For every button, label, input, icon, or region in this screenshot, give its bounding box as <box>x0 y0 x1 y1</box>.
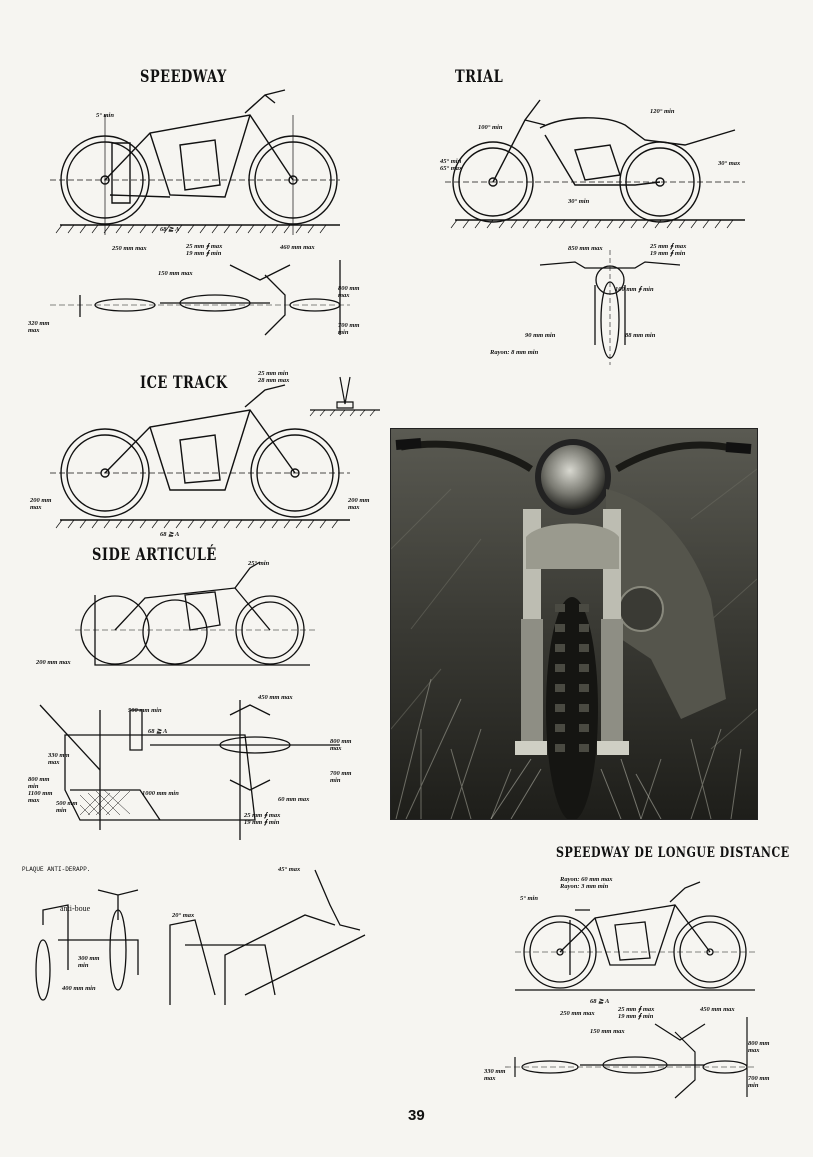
dim-trial-30a: 30° min <box>568 198 590 205</box>
longue-side-view <box>515 880 755 1000</box>
dim-bottom-400: 400 mm min <box>62 985 96 992</box>
dim-trial-88: 88 mm min <box>625 332 656 339</box>
ice-spike-detail <box>310 372 380 417</box>
title-side-articule: SIDE ARTICULÉ <box>92 545 217 566</box>
dim-side-1000: 1000 mm min <box>142 790 179 797</box>
dim-ice-25: 25 mm min 28 mm max <box>258 370 290 384</box>
dim-longue-rayon: Rayon: 60 mm max Rayon: 3 mm min <box>560 876 613 890</box>
dim-longue-800: 800 mm max <box>748 1040 770 1054</box>
dim-speedway-800: 800 mm max <box>338 285 360 299</box>
title-speedway: SPEEDWAY <box>140 67 227 88</box>
ice-track-side-view <box>50 385 350 530</box>
dim-longue-330: 330 mm max <box>484 1068 506 1082</box>
dim-side-450: 450 mm max <box>258 694 293 701</box>
dim-longue-700: 700 mm min <box>748 1075 770 1089</box>
dim-trial-850: 850 mm max <box>568 245 603 252</box>
dim-side-500: 500 mm min <box>128 707 162 714</box>
photo-illustration <box>391 429 757 819</box>
trial-front-view <box>535 250 685 365</box>
dim-speedway-150: 150 mm max <box>158 270 193 277</box>
dim-speedway-700: 700 mm min <box>338 322 360 336</box>
dim-ice-200a: 200 mm max <box>30 497 52 511</box>
dim-trial-25: 25 mm ∮ max 19 mm ∮ min <box>650 243 687 257</box>
plaque-label: PLAQUE ANTI-DERAPP. <box>22 866 91 873</box>
dim-speedway-320: 320 mm max <box>28 320 50 334</box>
dim-side-800: 800 mm max <box>330 738 352 752</box>
dim-ice-200b: 200 mm max <box>348 497 370 511</box>
dim-longue-angle: 5° min <box>520 895 538 902</box>
sidecar-front-view <box>28 880 178 1005</box>
dim-bottom-300: 300 mm min <box>78 955 100 969</box>
dim-side-25: 25° min <box>248 560 270 567</box>
speedway-side-view <box>50 85 340 240</box>
dim-trial-120: 120° min <box>650 108 675 115</box>
page-number: 39 <box>408 1107 425 1124</box>
trial-side-view <box>445 90 745 235</box>
dim-ice-68: 68 ≧ A <box>160 531 180 538</box>
dim-trial-90: 90 mm min <box>525 332 556 339</box>
dim-speedway-angle: 5° min <box>96 112 114 119</box>
dim-longue-68: 68 ≧ A <box>590 998 610 1005</box>
title-trial: TRIAL <box>455 67 504 88</box>
dim-side-200: 200 mm max <box>36 659 71 666</box>
speedway-top-view <box>50 255 350 340</box>
dim-speedway-460: 460 mm max <box>280 244 315 251</box>
dim-longue-25: 25 mm ∮ max 19 mm ∮ min <box>618 1006 655 1020</box>
title-ice-track: ICE TRACK <box>140 373 228 394</box>
dim-bottom-45: 45° max <box>278 866 301 873</box>
sidecar-side-view <box>75 560 315 675</box>
dim-side-25b: 25 mm ∮ max 19 mm ∮ min <box>244 812 281 826</box>
sidecar-angle-view <box>165 865 370 1015</box>
dim-trial-30b: 30° max <box>718 160 741 167</box>
dim-side-700: 700 mm min <box>330 770 352 784</box>
dim-longue-450: 450 mm max <box>700 1006 735 1013</box>
dim-speedway-25: 25 mm ∮ max 19 mm ∮ min <box>186 243 223 257</box>
dim-antiboue: anti-boue <box>60 904 91 913</box>
dim-longue-250: 250 mm max <box>560 1010 595 1017</box>
dim-trial-45: 45° min 65° max <box>440 158 463 172</box>
dim-side-500b: 500 mm min <box>56 800 78 814</box>
dim-speedway-68: 68 ≧ A <box>160 226 180 233</box>
title-speedway-longue: SPEEDWAY DE LONGUE DISTANCE <box>556 844 790 861</box>
dim-side-330: 330 mm max <box>48 752 70 766</box>
dim-side-60: 60 mm max <box>278 796 310 803</box>
longue-top-view <box>505 1012 755 1102</box>
dim-longue-150: 150 mm max <box>590 1028 625 1035</box>
dim-side-800b: 800 mm min 1100 mm max <box>28 776 53 804</box>
sidecar-top-view <box>40 690 350 850</box>
dim-side-68: 68 ≧ A <box>148 728 168 735</box>
dim-bottom-20: 20° max <box>172 912 195 919</box>
dim-trial-rayon: Rayon: 8 mm min <box>490 349 539 356</box>
dim-speedway-250: 250 mm max <box>112 245 147 252</box>
motorcycle-photo <box>390 428 758 820</box>
dim-trial-100: 100° min <box>478 124 503 131</box>
